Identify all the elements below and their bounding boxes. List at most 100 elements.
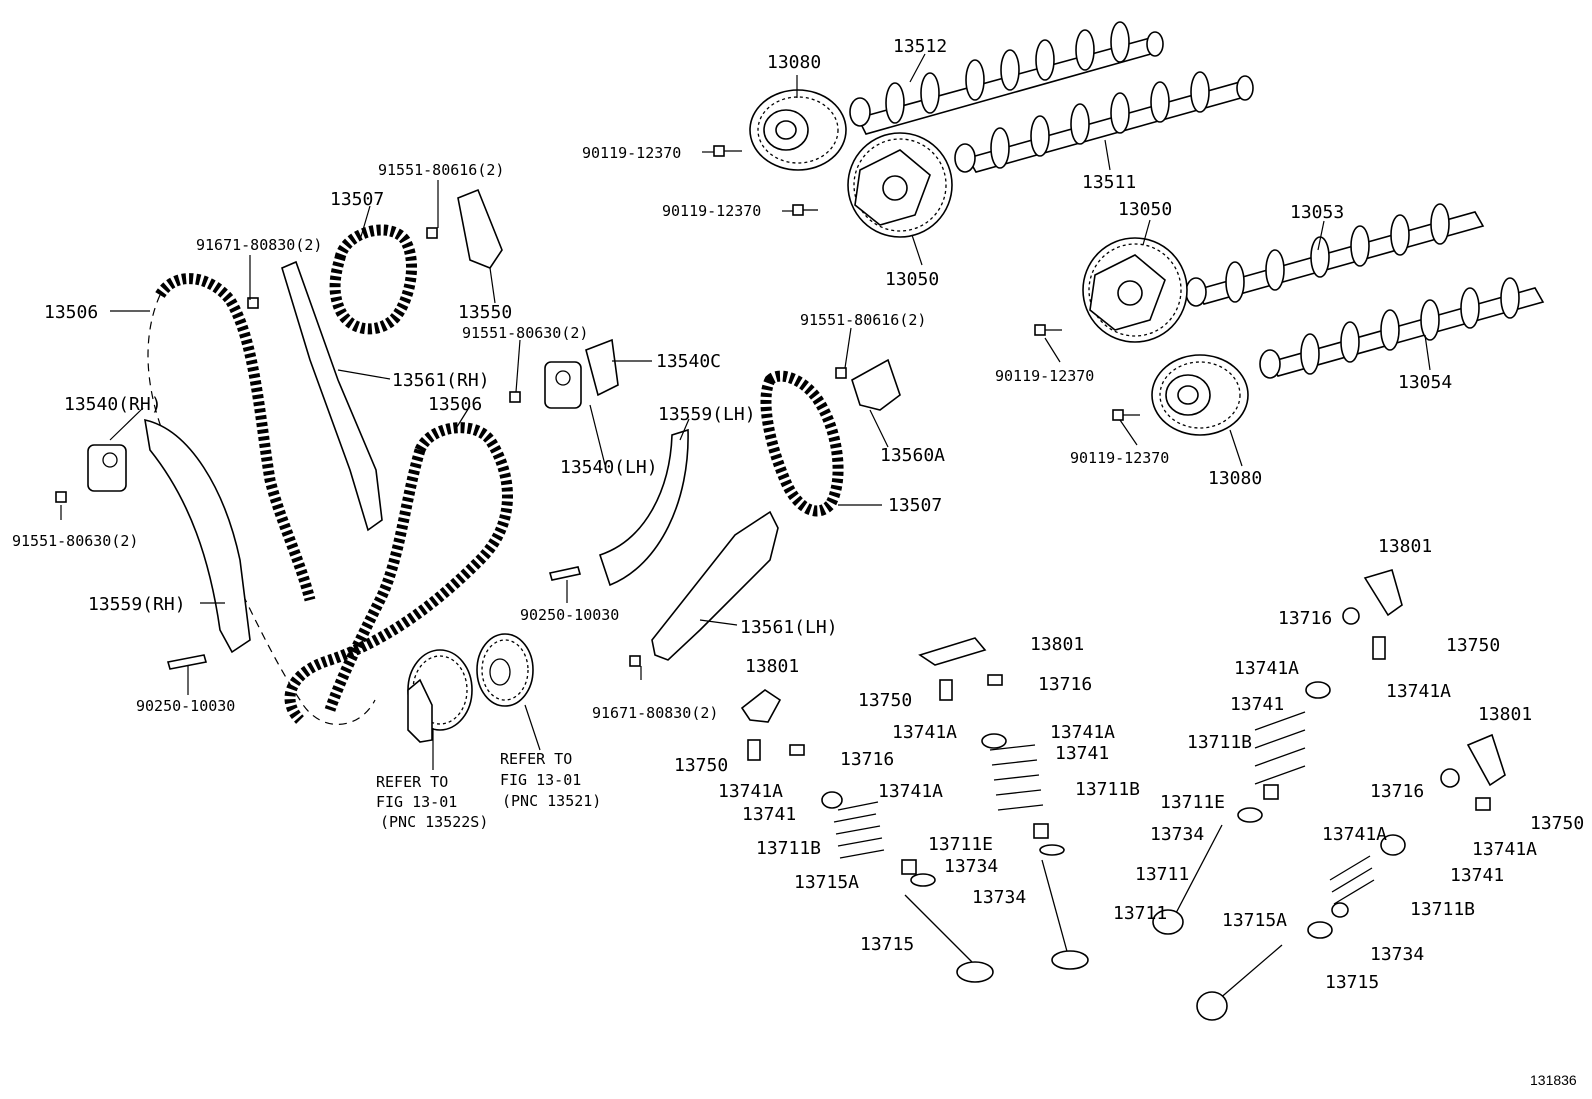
bolt-91551-80630-a (509, 391, 521, 403)
label-13750-a: 13750 (858, 690, 912, 711)
label-90119-a: 90119-12370 (582, 144, 681, 162)
label-13050-right: 13050 (1118, 199, 1172, 220)
label-13506-left: 13506 (44, 302, 98, 323)
label-13716-d: 13716 (1370, 781, 1424, 802)
crank-sprocket-13522s (407, 649, 473, 743)
valve-spring-13711b-d (1329, 855, 1375, 905)
label-90119-d: 90119-12370 (1070, 449, 1169, 467)
bolt-90119-a (713, 145, 742, 157)
label-13741a-b: 13741A (1050, 722, 1115, 743)
valve-13715-a (904, 894, 994, 983)
label-13741a-g: 13741A (1322, 824, 1387, 845)
label-13741-c: 13741 (1230, 694, 1284, 715)
label-13711b-b: 13711B (1075, 779, 1140, 800)
label-13561-rh: 13561(RH) (392, 370, 490, 391)
pin-90250-a (166, 654, 208, 670)
vvt-gear-13050-right (1082, 237, 1188, 343)
label-13559-rh: 13559(RH) (88, 594, 186, 615)
label-13741a-h: 13741A (1472, 839, 1537, 860)
pin-90250-b (548, 566, 582, 581)
label-13053: 13053 (1290, 202, 1344, 223)
refer-note-2-line1: REFER TO (500, 750, 572, 768)
label-13540c: 13540C (656, 351, 721, 372)
vvt-gear-13050-top (847, 132, 953, 238)
valve-13715-b (1196, 944, 1283, 1021)
leader-lines (60, 53, 1431, 770)
label-13559-lh: 13559(LH) (658, 404, 756, 425)
label-13741a-d: 13741A (878, 781, 943, 802)
label-13711b-c: 13711B (1187, 732, 1252, 753)
figure-id: 131836 (1530, 1072, 1577, 1088)
label-13741a-c: 13741A (718, 781, 783, 802)
bolt-90119-d (1112, 409, 1140, 421)
label-13801-c: 13801 (1378, 536, 1432, 557)
label-13507-top: 13507 (330, 189, 384, 210)
label-13507-mid: 13507 (888, 495, 942, 516)
refer-note-1-line3: (PNC 13522S) (380, 813, 488, 831)
timing-chain-13506-lh (284, 422, 513, 724)
bolt-91551-80616-b (835, 367, 847, 379)
label-13715a-a: 13715A (794, 872, 859, 893)
label-13716-b: 13716 (840, 749, 894, 770)
label-13711b-d: 13711B (1410, 899, 1475, 920)
label-91671-80830-b: 91671-80830(2) (592, 704, 718, 722)
valve-spring-13711b-b (989, 744, 1044, 811)
label-13512: 13512 (893, 36, 947, 57)
chain-guide-13561-lh (651, 510, 779, 661)
camshaft-13511 (954, 71, 1254, 173)
valve-13711-b (1152, 824, 1223, 935)
label-13711-a: 13711 (1113, 903, 1167, 924)
label-13715a-b: 13715A (1222, 910, 1287, 931)
label-13741a-f: 13741A (1386, 681, 1451, 702)
label-13540-rh: 13540(RH) (64, 394, 162, 415)
label-13741-a: 13741 (742, 804, 796, 825)
chain-guide-13561-rh (281, 260, 383, 532)
label-13711e-b: 13711E (928, 834, 993, 855)
vvt-gear-13080-right (1151, 354, 1249, 436)
label-13560a: 13560A (880, 445, 945, 466)
label-13801-a: 13801 (1030, 634, 1084, 655)
rocker-arm-13801-d (1466, 733, 1506, 787)
label-13734-a: 13734 (944, 856, 998, 877)
label-13050-top: 13050 (885, 269, 939, 290)
label-13741a-e: 13741A (1234, 658, 1299, 679)
camshaft-13512 (849, 21, 1164, 135)
refer-note-2-line2: FIG 13-01 (500, 771, 581, 789)
label-13711e-a: 13711E (1160, 792, 1225, 813)
bolt-90119-b (792, 204, 818, 216)
label-13506-mid: 13506 (428, 394, 482, 415)
crank-sprocket-13521 (476, 633, 534, 707)
bolt-91551-80630-b (55, 491, 67, 503)
label-13750-c: 13750 (1446, 635, 1500, 656)
label-90250-b: 90250-10030 (520, 606, 619, 624)
rocker-arm-13801-a (918, 637, 987, 666)
vvt-gear-13080-top (749, 89, 847, 171)
tensioner-13540-lh (544, 361, 582, 409)
timing-chain-13507-mid (760, 370, 844, 517)
label-13561-lh: 13561(LH) (740, 617, 838, 638)
label-13511: 13511 (1082, 172, 1136, 193)
label-13711-b: 13711 (1135, 864, 1189, 885)
label-13801-b: 13801 (745, 656, 799, 677)
tensioner-13540-rh (87, 444, 127, 492)
label-91551-80616-a: 91551-80616(2) (378, 161, 504, 179)
label-91671-80830-a: 91671-80830(2) (196, 236, 322, 254)
bolt-90119-c (1034, 324, 1062, 336)
rocker-arm-13801-c (1363, 569, 1403, 617)
label-13711b-a: 13711B (756, 838, 821, 859)
label-90119-c: 90119-12370 (995, 367, 1094, 385)
label-13716-c: 13716 (1278, 608, 1332, 629)
refer-note-1-line2: FIG 13-01 (376, 793, 457, 811)
label-13540-lh: 13540(LH) (560, 457, 658, 478)
tensioner-13560a (851, 358, 901, 411)
camshaft-13053 (1185, 203, 1485, 307)
label-13080-right: 13080 (1208, 468, 1262, 489)
label-13550: 13550 (458, 302, 512, 323)
refer-note-2-line3: (PNC 13521) (502, 792, 601, 810)
bolt-91671-80830-a (247, 297, 259, 309)
timing-chain-13507-top (329, 224, 417, 335)
valve-spring-13711b-a (833, 801, 885, 859)
slipper-13559-lh (598, 428, 689, 587)
label-13750-d: 13750 (1530, 813, 1584, 834)
